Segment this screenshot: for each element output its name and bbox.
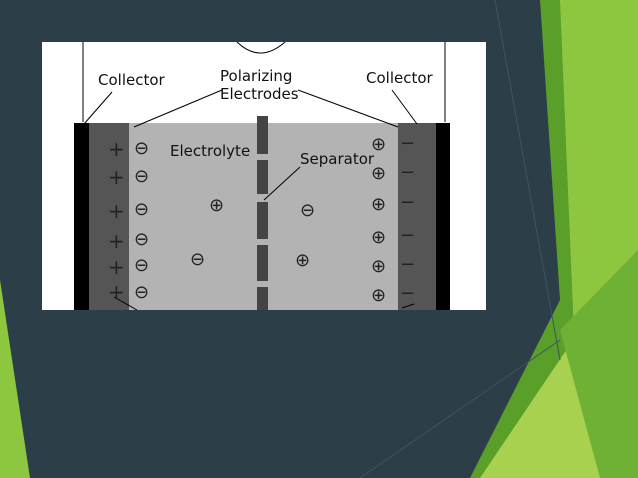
separator-seg-3: [257, 202, 268, 239]
polarizing-line-1: Polarizing: [220, 67, 293, 85]
minus-ion: ⊖: [134, 282, 149, 303]
minus-ion: ⊖: [134, 199, 149, 220]
plus-ion: ⊕: [209, 195, 224, 216]
leader-separator: [263, 166, 301, 201]
plus-ion: ⊕: [371, 227, 386, 248]
plus-ion: ⊕: [371, 285, 386, 306]
polarizing-line-2: Electrodes: [220, 85, 299, 103]
leader-bottom-left: [113, 296, 138, 310]
left-collector: [74, 123, 89, 310]
left-green-accent: [0, 280, 30, 478]
bulk-ions: ⊕ ⊖ ⊖ ⊕: [190, 195, 315, 271]
polarizing-electrodes-label: Polarizing Electrodes: [220, 67, 299, 103]
minus-sign: −: [400, 225, 415, 246]
plus-ion: ⊕: [371, 194, 386, 215]
supercapacitor-diagram: + + + + + + ⊖ ⊖ ⊖ ⊖ ⊖ ⊖ ⊕ ⊖ ⊖ ⊕ ⊕ ⊕ ⊕ ⊕: [42, 42, 486, 310]
decor-line-2: [359, 339, 561, 478]
right-green-accent-4: [560, 250, 638, 478]
separator-seg-5: [257, 287, 268, 310]
right-collector: [436, 123, 450, 310]
left-electrode-plus-charges: + + + + + +: [108, 137, 125, 304]
plus-sign: +: [108, 229, 125, 253]
right-electrode: [398, 123, 436, 310]
minus-sign: −: [400, 283, 415, 304]
right-electrode-minus-charges: − − − − − −: [400, 133, 415, 304]
minus-sign: −: [400, 192, 415, 213]
separator-seg-2: [257, 160, 268, 194]
collector-right-label: Collector: [366, 69, 433, 87]
plus-sign: +: [108, 137, 125, 161]
plus-sign: +: [108, 280, 125, 304]
leader-bottom-right: [401, 303, 415, 309]
electrolyte-label: Electrolyte: [170, 142, 251, 160]
leader-polarizing-left: [133, 89, 223, 128]
left-electrode: [89, 123, 129, 310]
plus-sign: +: [108, 255, 125, 279]
minus-ion: ⊖: [134, 166, 149, 187]
collector-left-label: Collector: [98, 71, 165, 89]
minus-ion: ⊖: [190, 249, 205, 270]
left-minus-ions: ⊖ ⊖ ⊖ ⊖ ⊖ ⊖: [134, 138, 149, 303]
plus-sign: +: [108, 165, 125, 189]
minus-sign: −: [400, 162, 415, 183]
minus-ion: ⊖: [134, 255, 149, 276]
minus-ion: ⊖: [300, 200, 315, 221]
plus-ion: ⊕: [371, 256, 386, 277]
separator-seg-4: [257, 245, 268, 281]
right-plus-ions: ⊕ ⊕ ⊕ ⊕ ⊕ ⊕: [371, 134, 386, 306]
minus-ion: ⊖: [134, 229, 149, 250]
minus-sign: −: [400, 133, 415, 154]
separator-label: Separator: [300, 150, 375, 168]
plus-ion: ⊕: [295, 250, 310, 271]
plus-ion: ⊕: [371, 134, 386, 155]
minus-ion: ⊖: [134, 138, 149, 159]
minus-sign: −: [400, 254, 415, 275]
plus-ion: ⊕: [371, 163, 386, 184]
separator-seg-1: [257, 116, 268, 154]
diagram-drawing: + + + + + + ⊖ ⊖ ⊖ ⊖ ⊖ ⊖ ⊕ ⊖ ⊖ ⊕ ⊕ ⊕ ⊕ ⊕: [74, 42, 450, 310]
leader-collector-left: [83, 91, 113, 125]
leader-polarizing-right: [297, 89, 399, 128]
decor-line-1: [494, 0, 561, 361]
leader-collector-right: [391, 89, 418, 125]
top-wire-arc: [236, 42, 286, 54]
plus-sign: +: [108, 199, 125, 223]
